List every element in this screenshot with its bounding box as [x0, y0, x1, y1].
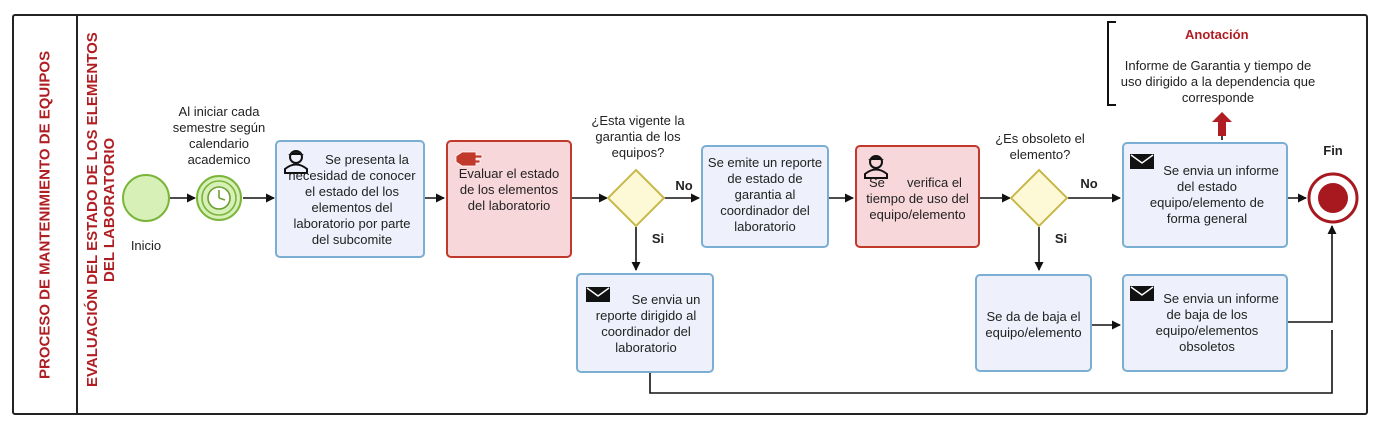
- start-event: [122, 174, 170, 222]
- task-reporte-garantia[interactable]: Se emite un reporte de estado de garanti…: [701, 145, 829, 248]
- pool-frame: [12, 14, 1368, 415]
- envelope-icon: [1130, 154, 1154, 169]
- start-label: Inicio: [130, 238, 162, 253]
- gateway-obsoleto-question: ¿Es obsoleto el elemento?: [995, 131, 1085, 162]
- task-informe-baja[interactable]: Se envia un informe de baja de los equip…: [1122, 274, 1288, 372]
- task-envia-coordinador[interactable]: Se envia un reporte dirigido al coordina…: [576, 273, 714, 373]
- task-evaluar-text: Evaluar el estado de los elementos del l…: [458, 166, 560, 213]
- timer-event: [196, 175, 242, 221]
- task-verifica-text-a: Se: [869, 175, 885, 190]
- task-verifica-tiempo[interactable]: Se verifica el tiempo de uso del equipo/…: [855, 145, 980, 248]
- user-icon: [284, 150, 308, 174]
- envelope-icon: [586, 287, 610, 302]
- task-verifica-text-b: verifica el tiempo de uso del equipo/ele…: [866, 175, 969, 222]
- annotation-bracket: [1107, 21, 1116, 106]
- end-event: [1307, 172, 1359, 224]
- gateway-garantia: [606, 168, 666, 228]
- task-envia-coordinador-text: Se envia un reporte dirigido al coordina…: [595, 292, 701, 355]
- flow-baja-fin: [1288, 225, 1337, 323]
- annotation-title: Anotación: [1185, 27, 1249, 42]
- timer-label: Al iniciar cada semestre según calendari…: [172, 104, 266, 167]
- gateway-garantia-question: ¿Esta vigente la garantia de los equipos…: [591, 113, 685, 160]
- end-label: Fin: [1323, 143, 1343, 158]
- task-informe-general-text: Se envia un informe del estado equipo/el…: [1149, 163, 1279, 226]
- task-informe-general[interactable]: Se envia un informe del estado equipo/el…: [1122, 142, 1288, 248]
- envelope-icon: [1130, 286, 1154, 301]
- task-da-baja[interactable]: Se da de baja el equipo/elemento: [975, 274, 1092, 372]
- task-reporte-garantia-text: Se emite un reporte de estado de garanti…: [707, 155, 823, 234]
- gateway-garantia-no: No: [675, 178, 693, 193]
- gateway-obsoleto-si: Si: [1054, 231, 1068, 246]
- annotation-text: Informe de Garantia y tiempo de uso diri…: [1120, 58, 1316, 105]
- manual-hand-icon: [455, 151, 483, 167]
- pool-header: [12, 14, 78, 415]
- annotation-up-arrow: [1212, 112, 1232, 136]
- gateway-garantia-si: Si: [651, 231, 665, 246]
- task-presenta-necesidad[interactable]: Se presenta la necesidad de conocer el e…: [275, 140, 425, 258]
- flow-coordinador-fin: [649, 330, 1333, 394]
- task-evaluar[interactable]: Evaluar el estado de los elementos del l…: [446, 140, 572, 258]
- task-informe-baja-text: Se envia un informe de baja de los equip…: [1155, 291, 1279, 354]
- user-icon: [864, 155, 888, 179]
- gateway-obsoleto-no: No: [1080, 176, 1098, 191]
- task-presenta-text: Se presenta la necesidad de conocer el e…: [288, 152, 416, 247]
- task-da-baja-text: Se da de baja el equipo/elemento: [985, 309, 1082, 340]
- gateway-obsoleto: [1009, 168, 1069, 228]
